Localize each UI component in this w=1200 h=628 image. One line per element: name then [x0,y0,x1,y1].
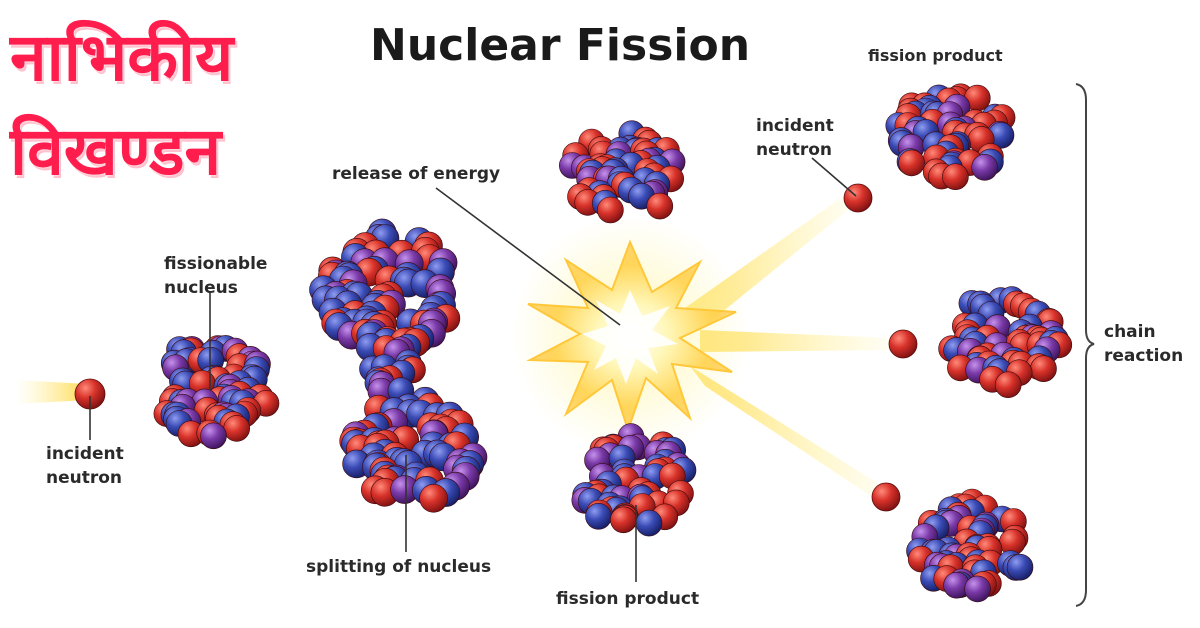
nucleon [1030,355,1057,383]
nucleon [646,192,674,220]
nucleon [610,506,637,534]
label-fissionable-nucleus-line1: fissionable [164,254,268,274]
incident-neutron-right [843,183,873,213]
splitting-nucleus-lower [339,386,488,513]
nucleon [635,509,663,537]
label-chain-reaction: chain reaction [1104,320,1183,368]
label-fission-product-bottom: fission product [556,589,700,609]
released-neutron-middle [888,329,918,359]
energy-burst [510,215,750,455]
fission-product-middle-right [938,286,1073,399]
nucleon [964,575,991,603]
splitting-nucleus-neck [359,333,426,405]
page-title: Nuclear Fission [370,20,751,71]
leader-lines [89,157,857,582]
nucleon [223,415,250,442]
label-incident-neutron-left: incident neutron [46,442,124,490]
nucleon [1006,553,1034,581]
nucleon [942,163,969,190]
fission-product-top-center [558,120,686,224]
nucleon [971,154,999,181]
label-incident-neutron-right: incident neutron [756,114,834,162]
hindi-title-line1: नाभिकीय [10,19,234,96]
hindi-title-line2: विखण्डन [10,113,222,190]
nucleon [419,483,448,513]
label-splitting-of-nucleus: splitting of nucleus [306,557,492,577]
label-fissionable-nucleus-line2: nucleus [164,278,238,298]
released-neutron-bottom [871,482,901,512]
label-fissionable-nucleus: fissionable nucleus [164,252,267,300]
nucleon [597,196,624,224]
label-release-of-energy: release of energy [332,164,501,184]
label-incident-neutron-right-line2: neutron [756,140,833,160]
label-incident-neutron-right-line1: incident [756,116,834,136]
chain-reaction-brace [1075,83,1095,607]
fission-product-top-right [885,83,1016,190]
label-incident-neutron-left-line2: neutron [46,468,123,488]
label-fission-product-top: fission product [868,46,1003,65]
nucleon [200,422,227,450]
fission-product-bottom-center [571,423,697,537]
nucleon [585,502,612,530]
fission-product-bottom-right [906,488,1034,603]
fissionable-nucleus [153,335,280,450]
label-chain-reaction-line1: chain [1104,322,1156,342]
label-incident-neutron-left-line1: incident [46,444,124,464]
nucleon [994,371,1022,399]
label-chain-reaction-line2: reaction [1104,346,1184,366]
nucleon [898,149,925,177]
